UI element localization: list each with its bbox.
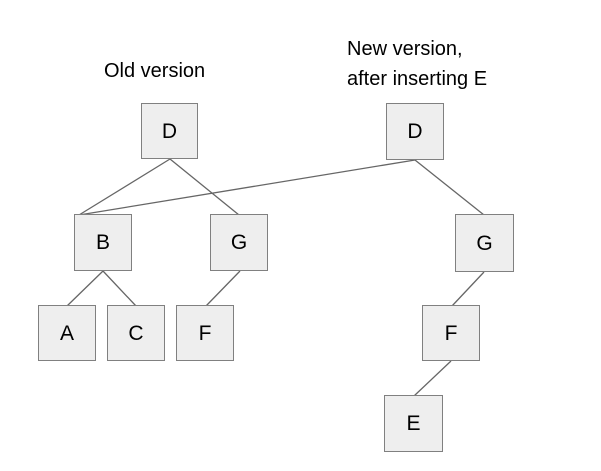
tree-node-new-E[interactable]: E — [384, 395, 443, 452]
tree-node-old-A[interactable]: A — [38, 305, 96, 361]
tree-edge-new-F-to-new-E — [413, 360, 452, 397]
tree-node-old-G[interactable]: G — [210, 214, 268, 271]
tree-edge-old-G-to-old-F — [205, 270, 241, 307]
tree-node-label-old-D: D — [161, 119, 178, 143]
tree-node-old-B[interactable]: B — [74, 214, 132, 271]
caption-old-version-text: Old version — [104, 60, 206, 82]
tree-node-label-new-D: D — [407, 120, 423, 143]
tree-node-old-F[interactable]: F — [176, 305, 234, 361]
tree-edge-new-G-to-new-F — [451, 271, 485, 307]
tree-node-label-old-F: F — [198, 321, 212, 345]
tree-node-old-C[interactable]: C — [107, 305, 165, 361]
tree-edge-old-D-to-old-B — [78, 158, 171, 216]
tree-node-label-old-G: G — [230, 231, 248, 254]
caption-new-version: New version, after inserting E — [347, 34, 487, 94]
tree-node-label-old-C: C — [128, 321, 144, 345]
tree-edge-new-D-to-new-G — [414, 159, 485, 216]
caption-new-version-line2: after inserting E — [347, 68, 488, 90]
tree-node-label-new-E: E — [406, 412, 421, 435]
tree-edge-old-B-to-old-C — [102, 270, 137, 307]
tree-edge-old-D-to-old-G — [169, 158, 240, 216]
tree-node-label-new-G: G — [476, 231, 493, 255]
caption-old-version: Old version — [104, 56, 205, 86]
tree-edge-old-B-to-old-A — [66, 270, 104, 307]
tree-node-old-D[interactable]: D — [141, 103, 198, 159]
tree-node-label-old-A: A — [59, 321, 74, 345]
tree-node-label-old-B: B — [95, 231, 110, 254]
caption-new-version-line1: New version, — [347, 38, 463, 60]
tree-node-label-new-F: F — [444, 321, 458, 345]
tree-edge-new-D-to-old-B — [78, 159, 416, 216]
tree-node-new-F[interactable]: F — [422, 305, 480, 361]
tree-node-new-G[interactable]: G — [455, 214, 514, 272]
tree-node-new-D[interactable]: D — [386, 103, 444, 160]
